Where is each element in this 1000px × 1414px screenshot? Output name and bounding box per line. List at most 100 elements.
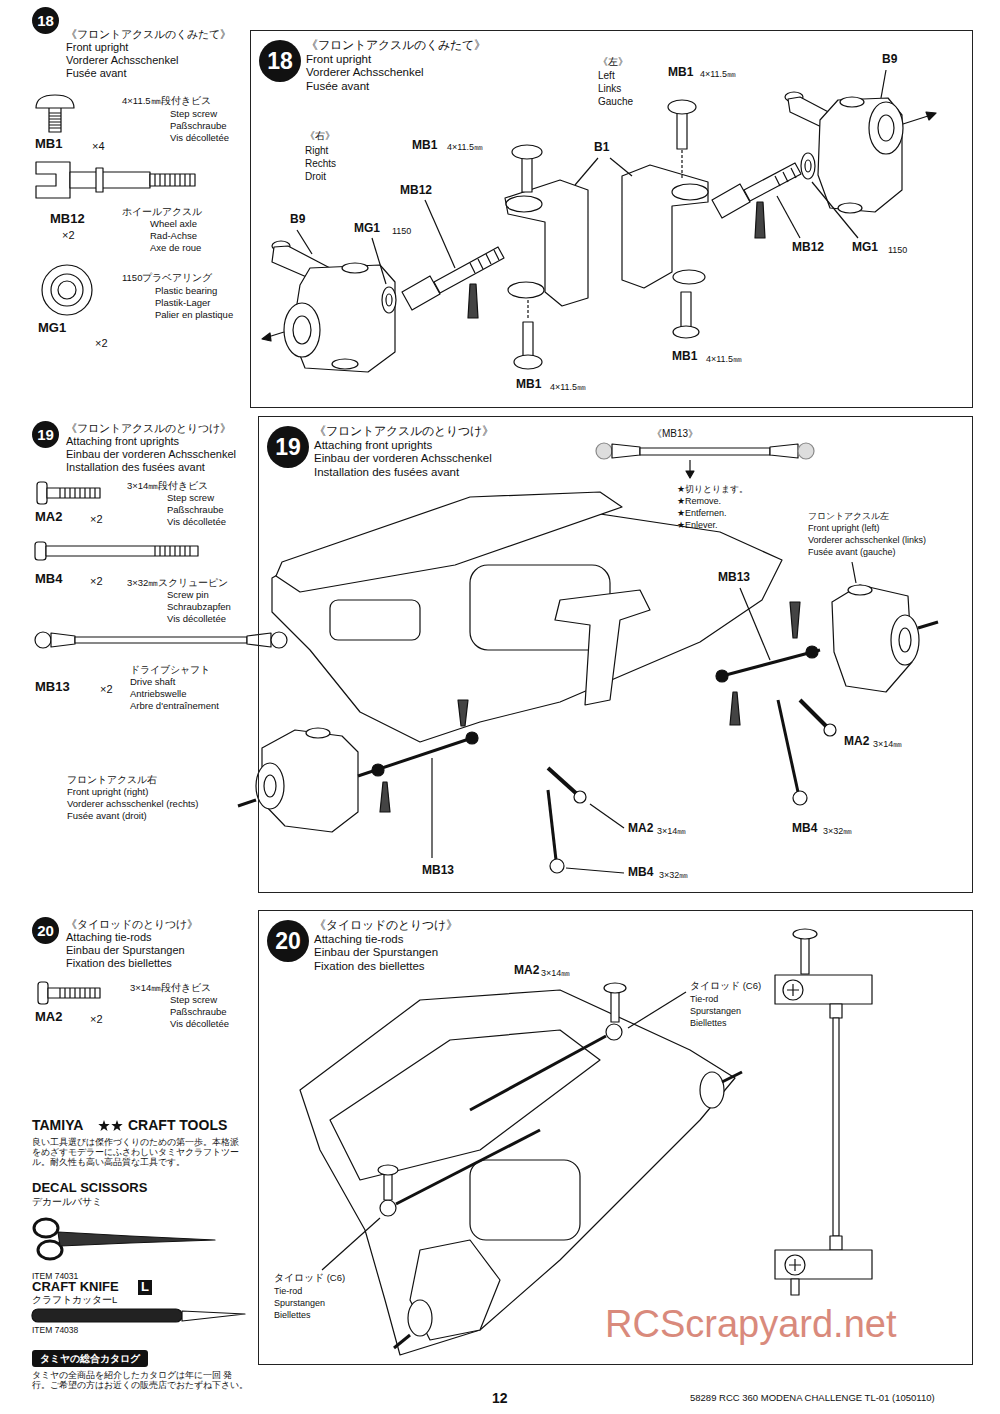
knife-figure	[182, 1311, 245, 1321]
step-number-text: 19	[267, 426, 309, 468]
plastic-bearing-figure	[42, 265, 92, 315]
dimension-text: 3×32㎜	[659, 870, 688, 880]
part-callout: B9	[882, 53, 897, 67]
step-heading: Einbau der vorderen Achsschenkel	[66, 448, 236, 461]
step-screw-figure	[49, 113, 61, 128]
tie-rod-detail-figure	[830, 1236, 842, 1250]
step-heading: Attaching front uprights	[66, 435, 179, 448]
scissors-figure	[34, 1219, 58, 1237]
callout-text: Droit	[305, 171, 326, 183]
upright-figure	[386, 294, 392, 306]
upright-figure	[238, 585, 938, 832]
wheel-axle-figure	[70, 172, 150, 188]
part-description: ホイールアクスル	[122, 207, 202, 218]
drive-shaft-figure	[596, 443, 612, 459]
upright-figure	[838, 203, 862, 213]
part-callout: MB13	[422, 864, 454, 878]
page-number: 12	[492, 1390, 508, 1406]
callout-text: Spurstangen	[690, 1006, 741, 1016]
drive-shaft-figure	[689, 460, 690, 472]
step-screw-figure	[38, 982, 100, 1004]
callout-text: ★Enlever.	[677, 520, 718, 530]
drive-shaft-figure	[35, 632, 51, 648]
step-screw-figure	[47, 488, 100, 498]
leader-line	[297, 230, 312, 254]
part-callout: B9	[290, 213, 305, 227]
step-number: 18	[32, 7, 59, 34]
step-heading: 《フロントアクスルのくみたて》	[306, 39, 486, 53]
drive-shaft-figure	[466, 732, 478, 744]
part-callout: MG1	[852, 241, 878, 255]
callout-text: Tie-rod	[274, 1286, 302, 1296]
part-description: フロントアクスル右	[67, 775, 157, 786]
step-heading: Installation des fusées avant	[66, 461, 205, 474]
screw-figure	[800, 700, 828, 728]
leader-line	[575, 158, 598, 185]
part-code: MG1	[38, 321, 66, 336]
knuckle-carrier-figure	[681, 292, 691, 330]
knuckle-carrier-figure	[512, 145, 542, 159]
line-art	[32, 70, 938, 1355]
upright-figure	[284, 303, 320, 357]
part-description: Screw pin	[167, 590, 209, 601]
part-code: MB13	[35, 680, 70, 695]
callout-text: Fusée avant (gauche)	[808, 547, 896, 557]
drive-shaft-figure	[358, 602, 820, 812]
drive-shaft-figure	[612, 444, 640, 458]
plastic-bearing-figure	[51, 274, 83, 306]
step-screw-figure	[37, 482, 100, 504]
step-number-text: 20	[32, 917, 59, 944]
chassis-figure	[300, 990, 735, 1355]
step-heading: 《タイロッドのとりつけ》	[314, 919, 458, 933]
leader-line	[812, 182, 858, 238]
step-heading: Front upright	[306, 53, 486, 67]
part-quantity: ×2	[90, 513, 103, 526]
step-panel: 《フロントアクスルのとりつけ》Attaching front uprightsE…	[258, 416, 973, 893]
part-description: Plastic bearing	[155, 286, 217, 297]
drive-shaft-figure	[51, 633, 75, 647]
chassis-figure	[330, 600, 420, 640]
part-description: Step screw	[167, 493, 214, 504]
upright-figure	[342, 263, 368, 273]
part-description: Step screw	[170, 109, 217, 120]
part-callout: MB4	[792, 822, 817, 836]
part-callout: MB13	[718, 571, 750, 585]
tie-rod-figure	[470, 1036, 606, 1110]
upright-figure	[262, 241, 396, 372]
step-screw-figure	[37, 482, 47, 504]
wheel-axle-figure	[712, 153, 815, 238]
callout-text: Rechts	[305, 158, 336, 170]
part-callout: MA2	[844, 735, 869, 749]
knuckle-carrier-figure	[505, 100, 708, 369]
upright-figure	[264, 775, 276, 797]
part-description: Palier en plastique	[155, 310, 233, 321]
part-quantity: ×2	[100, 683, 113, 696]
upright-figure	[332, 359, 358, 369]
leader-line	[322, 992, 686, 1270]
part-code: MB12	[50, 212, 85, 227]
part-callout: MA2	[514, 964, 539, 978]
part-description: Antriebswelle	[130, 689, 187, 700]
upright-figure	[382, 287, 396, 313]
step-heading: Einbau der Spurstangen	[314, 946, 458, 960]
upright-figure	[293, 316, 311, 344]
logo-star	[111, 1120, 122, 1131]
dimension-text: 4×11.5㎜	[550, 382, 586, 392]
step-heading: 《タイロッドのとりつけ》	[66, 918, 198, 931]
tie-rod-detail-figure	[783, 980, 803, 1000]
item-number: ITEM 74038	[32, 1326, 78, 1336]
upright-figure	[818, 98, 902, 212]
dimension-text: 4×11.5㎜	[700, 69, 736, 79]
chassis-figure	[272, 492, 782, 742]
scissors-figure	[34, 1219, 215, 1259]
callout-text: ★Remove.	[677, 496, 721, 506]
part-description: Axe de roue	[150, 243, 201, 254]
step-heading: Vorderer Achsschenkel	[66, 54, 179, 67]
logo-star	[98, 1120, 109, 1131]
panel-heading: 《フロントアクスルのとりつけ》Attaching front uprightsE…	[314, 425, 494, 479]
brand-logo: TAMIYA	[32, 1117, 83, 1133]
tie-rod-detail-figure	[775, 975, 872, 1004]
knuckle-carrier-figure	[514, 355, 542, 369]
step-heading: Vorderer Achsschenkel	[306, 66, 486, 80]
tie-rod-detail-figure	[801, 934, 809, 974]
